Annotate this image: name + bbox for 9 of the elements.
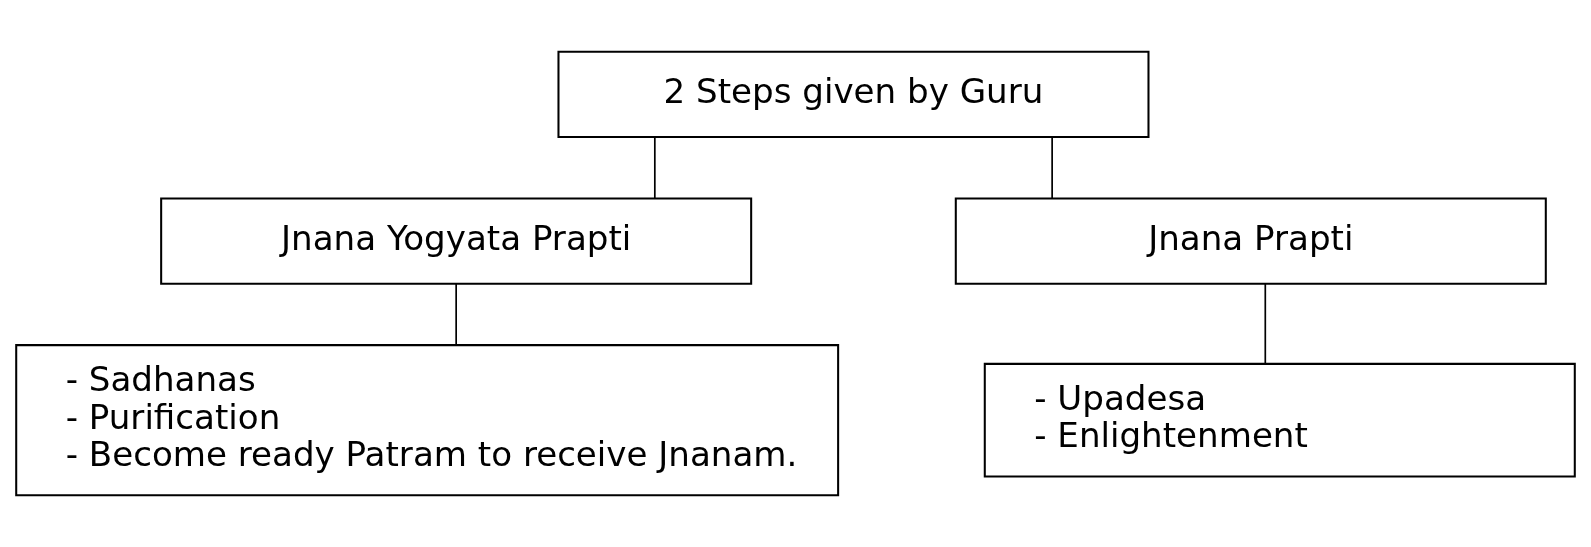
connector	[1264, 283, 1267, 365]
node-box: 2 Steps given by Guru	[557, 50, 1150, 139]
connector	[1051, 136, 1053, 200]
connector	[653, 136, 656, 200]
node-box: Jnana Yogyata Prapti	[160, 197, 753, 285]
node-box: - Upadesa - Enlightenment	[983, 362, 1576, 478]
node-box: - Sadhanas - Purification - Become ready Patram to receive Jnanam.	[15, 344, 840, 497]
node-box: Jnana Prapti	[954, 197, 1547, 285]
connector	[455, 283, 457, 346]
